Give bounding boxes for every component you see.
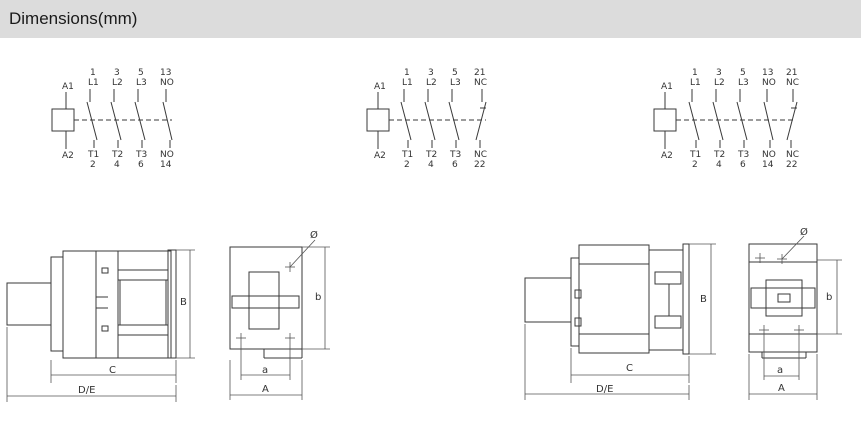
pole-label-top: L1: [690, 78, 701, 88]
page-title: Dimensions(mm): [9, 9, 138, 28]
pole-label-top: NC: [786, 78, 799, 88]
dim-DE-label: D/E: [596, 384, 613, 395]
pole-label-bottom: NC: [474, 150, 487, 160]
pole-label-top: NO: [762, 78, 776, 88]
pole-label-bottom: NO: [762, 150, 776, 160]
pole-1: 1 L1 T1 2: [400, 68, 413, 170]
dim-B-label: B: [700, 294, 707, 305]
pole-label-top: L2: [426, 78, 437, 88]
front-view-left: Ø b a A: [229, 229, 330, 400]
coil-top-label: A1: [374, 82, 386, 92]
pole-3: 5 L3 T3 6: [134, 68, 147, 170]
coil-symbol: [366, 108, 390, 132]
coil-symbol: [653, 108, 677, 132]
pole-label-bottom: T3: [135, 150, 147, 160]
pole-5-nc: 21 NC NC 22: [786, 68, 799, 170]
pole-4-no: 13 NO NO 14: [762, 68, 776, 170]
pole-label-bottom: T2: [111, 150, 123, 160]
pole-num-top: 21: [474, 68, 485, 78]
pole-num-bottom: 2: [404, 160, 410, 170]
pole-4: 13 NO NO 14: [160, 68, 174, 170]
pole-label-bottom: T1: [87, 150, 99, 160]
coil-bottom-label: A2: [374, 151, 386, 161]
pole-num-top: 5: [740, 68, 746, 78]
dim-B-label: B: [180, 297, 187, 308]
schematic-3: A1 A2 1 L1 T1 2 3 L2 T2 4 5 L3: [653, 68, 799, 170]
pole-num-top: 3: [428, 68, 434, 78]
pole-2: 3 L2 T2 4: [110, 68, 123, 170]
pole-label-top: NC: [474, 78, 487, 88]
schematic-1: A1 A2 1 L1 T1 2 3 L2 T2 4 5 L3: [51, 68, 174, 170]
pole-label-bottom: T1: [689, 150, 701, 160]
dim-a-label: a: [777, 365, 783, 376]
pole-num-bottom: 22: [474, 160, 485, 170]
pole-num-top: 5: [138, 68, 144, 78]
pole-num-bottom: 6: [138, 160, 144, 170]
coil-bottom-label: A2: [62, 151, 74, 161]
side-view-right: B C D/E: [524, 243, 716, 400]
header-bar: Dimensions(mm): [0, 0, 861, 38]
pole-num-bottom: 2: [90, 160, 96, 170]
pole-num-bottom: 4: [716, 160, 722, 170]
pole-label-top: L2: [112, 78, 123, 88]
pole-label-top: NO: [160, 78, 174, 88]
pole-num-top: 13: [160, 68, 171, 78]
hole-diameter-label: Ø: [310, 229, 318, 241]
pole-num-top: 3: [716, 68, 722, 78]
pole-num-top: 13: [762, 68, 773, 78]
dim-A-label: A: [262, 384, 269, 395]
dim-a-label: a: [262, 365, 268, 376]
pole-label-top: L3: [738, 78, 749, 88]
dim-DE-label: D/E: [78, 385, 95, 396]
pole-label-top: L1: [402, 78, 413, 88]
dim-C-label: C: [109, 365, 116, 376]
pole-num-bottom: 2: [692, 160, 698, 170]
pole-3: 5 L3 T3 6: [448, 68, 461, 170]
pole-num-bottom: 14: [762, 160, 774, 170]
pole-2: 3 L2 T2 4: [712, 68, 725, 170]
pole-num-top: 3: [114, 68, 120, 78]
pole-1: 1 L1 T1 2: [688, 68, 701, 170]
coil-bottom-label: A2: [661, 151, 673, 161]
pole-num-bottom: 14: [160, 160, 172, 170]
pole-label-bottom: T3: [449, 150, 461, 160]
pole-label-bottom: NO: [160, 150, 174, 160]
dim-C-label: C: [626, 363, 633, 374]
pole-label-bottom: T1: [401, 150, 413, 160]
pole-label-top: L2: [714, 78, 725, 88]
pole-num-bottom: 4: [114, 160, 120, 170]
coil-top-label: A1: [62, 82, 74, 92]
coil-top-label: A1: [661, 82, 673, 92]
pole-num-bottom: 6: [740, 160, 746, 170]
hole-diameter-label: Ø: [800, 226, 808, 238]
pole-label-bottom: T2: [713, 150, 725, 160]
pole-label-bottom: T3: [737, 150, 749, 160]
pole-2: 3 L2 T2 4: [424, 68, 437, 170]
pole-label-top: L3: [450, 78, 461, 88]
schematic-2: A1 A2 1 L1 T1 2 3 L2 T2 4 5 L3: [366, 68, 487, 170]
front-view-right: Ø b a A: [748, 226, 842, 400]
pole-3: 5 L3 T3 6: [736, 68, 749, 170]
pole-num-top: 1: [692, 68, 698, 78]
dim-b-label: b: [826, 292, 832, 303]
pole-label-bottom: NC: [786, 150, 799, 160]
pole-label-bottom: T2: [425, 150, 437, 160]
pole-num-top: 21: [786, 68, 797, 78]
pole-num-bottom: 4: [428, 160, 434, 170]
pole-label-top: L3: [136, 78, 147, 88]
dim-A-label: A: [778, 383, 785, 394]
pole-num-top: 5: [452, 68, 458, 78]
side-view-left: B C D/E: [6, 249, 195, 402]
pole-label-top: L1: [88, 78, 99, 88]
coil-symbol: [51, 108, 75, 132]
pole-num-bottom: 6: [452, 160, 458, 170]
pole-num-top: 1: [90, 68, 96, 78]
pole-1: 1 L1 T1 2: [86, 68, 99, 170]
pole-num-top: 1: [404, 68, 410, 78]
dim-b-label: b: [315, 292, 321, 303]
pole-num-bottom: 22: [786, 160, 797, 170]
pole-4-nc: 21 NC NC 22: [474, 68, 487, 170]
